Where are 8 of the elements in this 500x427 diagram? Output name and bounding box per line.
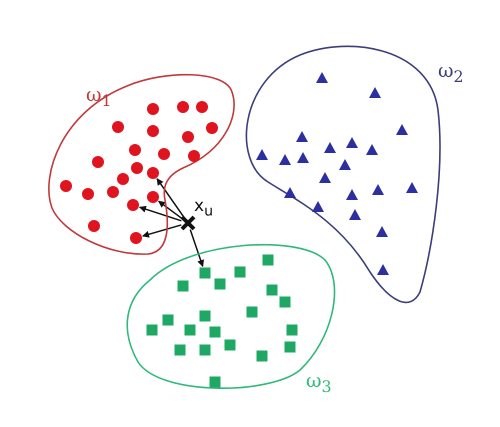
arrow [158,200,183,220]
arrow [190,229,204,268]
point-label: x$_{u}$ [194,198,214,219]
arrow [156,178,185,218]
class-label: ω$_{2}$ [438,62,464,85]
arrow [142,224,182,238]
arrow [139,206,182,222]
class-label: ω$_{3}$ [306,372,332,395]
